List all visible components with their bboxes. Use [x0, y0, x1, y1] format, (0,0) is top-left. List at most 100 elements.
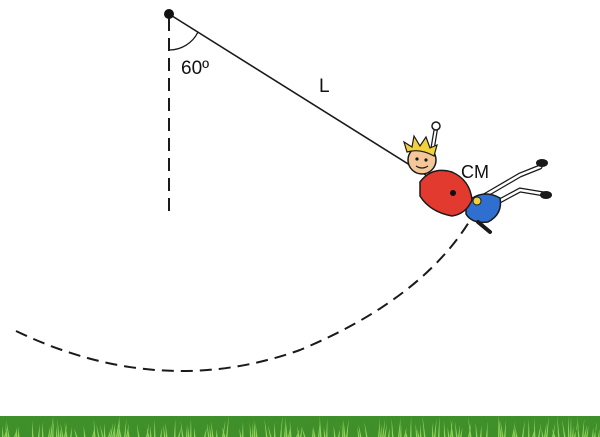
grass-blade: [140, 425, 143, 437]
grass-blade: [163, 424, 166, 437]
grass-blade: [264, 418, 268, 437]
grass-blade: [348, 419, 350, 437]
grass-blade: [318, 421, 321, 437]
grass-blade: [520, 419, 524, 437]
grass-blade: [490, 425, 492, 437]
grass-blade: [165, 422, 168, 437]
grass-blade: [130, 415, 132, 437]
grass-blade: [319, 415, 322, 437]
grass-blade: [136, 415, 138, 437]
grass-blade: [149, 424, 154, 437]
grass-blade: [128, 428, 130, 437]
grass-blade: [56, 425, 58, 437]
child-hair: [402, 134, 438, 157]
grass-blade: [557, 415, 560, 437]
grass-blade: [284, 416, 286, 437]
grass-blade: [48, 425, 51, 437]
grass-blade: [228, 421, 232, 437]
grass-blade: [302, 423, 305, 437]
grass-blade: [498, 416, 502, 437]
grass-blade: [353, 426, 356, 437]
grass-blade: [306, 416, 308, 437]
grass-blade: [267, 425, 272, 437]
grass-blade: [380, 424, 382, 437]
grass-blade: [60, 422, 64, 437]
grass-blade: [454, 421, 458, 437]
grass-blade: [106, 416, 108, 437]
grass-blade: [342, 419, 344, 437]
grass-blade: [586, 425, 589, 437]
grass-blade: [330, 426, 332, 437]
grass-blade: [590, 418, 593, 437]
grass-blade: [462, 423, 465, 437]
child-on-swing-illustration: [402, 121, 552, 234]
grass-blade: [211, 421, 214, 437]
grass-blade: [188, 427, 190, 437]
grass-blade: [428, 416, 432, 437]
grass-blade: [73, 427, 78, 437]
grass-blade: [133, 421, 136, 437]
grass-blade: [388, 427, 390, 437]
grass-blade: [528, 418, 530, 437]
grass-blade: [494, 415, 496, 437]
grass-blade: [498, 415, 500, 437]
grass-blade: [219, 427, 222, 437]
grass-blade: [154, 416, 158, 437]
grass-blade: [168, 416, 172, 437]
grass-blade: [357, 426, 360, 437]
grass-blade: [116, 417, 120, 437]
grass-blade: [30, 416, 32, 437]
grass-blade: [312, 425, 314, 437]
grass-blade: [514, 425, 518, 437]
grass-blade: [142, 417, 146, 437]
grass-blade: [234, 415, 236, 437]
grass-blade: [19, 419, 22, 437]
grass-blade: [428, 420, 430, 437]
grass-blade: [32, 419, 36, 437]
grass-blade: [12, 421, 14, 437]
grass-blade: [402, 427, 405, 437]
grass-blade: [468, 415, 472, 437]
grass-blade: [588, 416, 592, 437]
grass-blade: [470, 415, 474, 437]
grass-blade: [232, 420, 234, 437]
grass-blade: [198, 416, 200, 437]
center-of-mass-point: [450, 190, 456, 196]
grass-blade: [204, 424, 208, 437]
angle-label: 60º: [181, 58, 209, 79]
grass-blade: [496, 422, 499, 437]
grass-blade: [594, 423, 598, 437]
grass-blade: [412, 427, 416, 437]
grass-blade: [538, 423, 542, 437]
grass-blade: [382, 418, 386, 437]
grass-blade: [532, 427, 536, 437]
grass-blade: [301, 427, 306, 437]
grass-blade: [450, 419, 454, 437]
grass-blade: [114, 423, 116, 437]
grass-blade: [130, 419, 134, 437]
grass-blade: [460, 427, 463, 437]
grass-blade: [404, 427, 407, 437]
grass-blade: [209, 424, 212, 437]
grass-blade: [541, 428, 544, 437]
grass-blade: [572, 425, 574, 437]
grass-blade: [96, 423, 100, 437]
grass-blade: [421, 416, 424, 437]
grass-blade: [512, 421, 516, 437]
grass-blade: [44, 422, 46, 437]
angle-arc: [168, 31, 199, 51]
grass-blade: [504, 419, 507, 437]
grass-blade: [550, 421, 554, 437]
grass-blade: [170, 415, 173, 437]
grass-blade: [154, 418, 156, 437]
grass-blade: [368, 417, 372, 437]
grass-blade: [384, 423, 388, 437]
grass-blade: [398, 417, 401, 437]
grass-blade: [546, 415, 549, 437]
grass-blade: [258, 425, 260, 437]
grass-blade: [410, 416, 412, 437]
grass-blade: [481, 422, 484, 437]
grass-blade: [458, 424, 461, 437]
grass-blade: [122, 421, 124, 437]
grass-blade: [292, 427, 294, 437]
